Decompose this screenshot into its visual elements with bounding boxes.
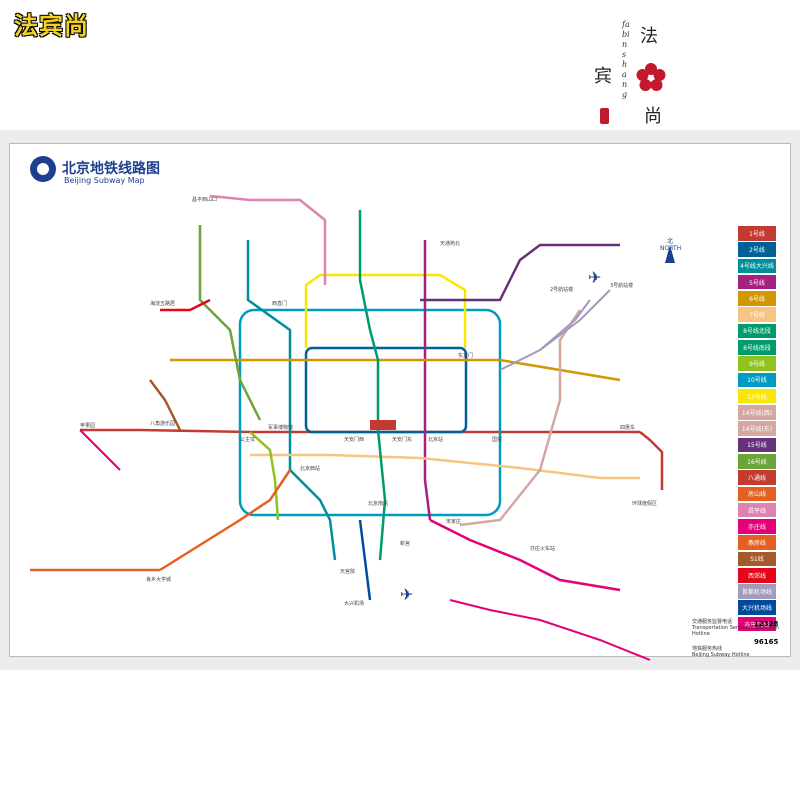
station-label: 八角游乐园 bbox=[150, 421, 176, 427]
line-airport-express bbox=[499, 289, 611, 371]
legend-item: 4号线大兴线 bbox=[738, 258, 776, 274]
station-label: 新宫 bbox=[400, 541, 411, 547]
hotline-info: 交通服务监督电话 Transportation Service Supervis… bbox=[692, 618, 782, 658]
station-label: 东直门 bbox=[458, 353, 474, 359]
line-xijiao bbox=[160, 298, 211, 312]
hotline-number-2: 96165 bbox=[754, 638, 779, 646]
legend-item: 房山线 bbox=[738, 486, 776, 502]
station-label: 四惠东 bbox=[620, 425, 636, 431]
legend-item: 13号线 bbox=[738, 388, 776, 404]
seal-romaji: fabinshang bbox=[622, 20, 630, 99]
station-label: 公主坟 bbox=[240, 437, 256, 443]
hotline-number-1: 12328 bbox=[754, 620, 779, 628]
legend-item: 西郊线 bbox=[738, 567, 776, 583]
line-daxing-airport bbox=[358, 519, 372, 601]
hotline-label-2: 地铁服务热线 bbox=[692, 646, 723, 652]
subway-map-poster bbox=[9, 143, 791, 657]
line-yizhuang-t1 bbox=[449, 599, 651, 661]
legend-item: 14号线(西) bbox=[738, 405, 776, 420]
station-label: 2号航站楼 bbox=[550, 287, 574, 293]
line-batong bbox=[639, 431, 664, 490]
seal-char-bin: 宾 bbox=[594, 66, 612, 87]
legend-item: 燕房线 bbox=[738, 535, 776, 550]
red-stamp-icon bbox=[600, 108, 609, 124]
legend-item: 亦庄T1线 bbox=[738, 616, 776, 632]
station-label: 天宫院 bbox=[340, 569, 356, 575]
station-label: 北京南站 bbox=[368, 501, 389, 507]
station-label: 亦庄火车站 bbox=[530, 546, 556, 552]
legend-item: 14号线(东) bbox=[738, 421, 776, 436]
legend-item: S1线 bbox=[738, 551, 776, 567]
airplane-icon: ✈ bbox=[588, 268, 602, 287]
line-14 bbox=[459, 309, 582, 527]
legend-item: 1号线 bbox=[738, 226, 776, 241]
legend-item: 15号线 bbox=[738, 437, 776, 453]
airplane-icon: ✈ bbox=[400, 585, 414, 604]
station-label: 北京西站 bbox=[300, 466, 321, 472]
station-label: 大兴机场 bbox=[344, 601, 365, 607]
line-2 bbox=[304, 346, 468, 434]
legend-item: 5号线 bbox=[738, 274, 776, 290]
line-yizhuang bbox=[429, 518, 621, 592]
hotline-label-1: 交通服务监督电话 bbox=[692, 619, 733, 625]
map-title: 北京地铁线路图 bbox=[62, 161, 160, 177]
line-5 bbox=[423, 240, 432, 521]
legend-item: 10号线 bbox=[738, 372, 776, 388]
legend-item: 8号线北段 bbox=[738, 323, 776, 339]
north-arrow-icon bbox=[665, 245, 675, 263]
legend-item: 大兴机场线 bbox=[738, 600, 776, 616]
line-4 bbox=[246, 240, 337, 561]
seal-char-shang: 尚 bbox=[644, 106, 662, 127]
station-label: 军事博物馆 bbox=[268, 425, 294, 431]
legend-item: 16号线 bbox=[738, 453, 776, 469]
station-label: 国贸 bbox=[492, 437, 503, 443]
legend-item: 9号线 bbox=[738, 356, 776, 371]
line-8 bbox=[358, 210, 387, 561]
tiananmen-icon bbox=[370, 420, 396, 430]
legend-item: 8号线南段 bbox=[738, 339, 776, 355]
line-7 bbox=[250, 453, 640, 480]
seal-char-fa: 法 bbox=[640, 26, 658, 47]
hotline-label-1-en: Transportation Service Supervision Hotli… bbox=[692, 625, 779, 637]
line-10 bbox=[238, 308, 502, 517]
station-label: 海淀五路居 bbox=[150, 301, 176, 307]
brand-logo-text: 法宾尚 bbox=[14, 12, 89, 40]
line-9 bbox=[249, 431, 280, 521]
line-16 bbox=[198, 225, 262, 421]
station-label: 3号航站楼 bbox=[610, 283, 634, 289]
line-13 bbox=[304, 273, 467, 348]
line-changping bbox=[209, 194, 327, 285]
line-fangshan bbox=[159, 469, 292, 572]
beijing-subway-logo-icon bbox=[30, 156, 56, 182]
line-s1 bbox=[149, 379, 182, 431]
station-label: 天安门西 bbox=[344, 437, 365, 443]
seal-logo: 法 宾 尚 fabinshang bbox=[588, 10, 678, 135]
legend-item: 7号线 bbox=[738, 307, 776, 322]
sakura-icon bbox=[600, 63, 666, 124]
line-15 bbox=[420, 243, 620, 302]
station-label: 西直门 bbox=[272, 301, 288, 307]
station-label: 天安门东 bbox=[392, 437, 413, 443]
map-subtitle: Beijing Subway Map bbox=[64, 176, 145, 185]
line-11 bbox=[79, 429, 121, 471]
station-label: 环球度假区 bbox=[632, 501, 658, 507]
legend-item: 6号线 bbox=[738, 291, 776, 306]
legend-item: 昌平线 bbox=[738, 502, 776, 518]
station-label: 天通苑北 bbox=[440, 241, 461, 247]
station-label: 宋家庄 bbox=[446, 519, 462, 525]
legend-item: 2号线 bbox=[738, 242, 776, 257]
station-label: 苹果园 bbox=[80, 423, 96, 429]
legend-item: 八通线 bbox=[738, 470, 776, 485]
station-label: 良乡大学城 bbox=[146, 577, 172, 583]
legend-item: 亦庄线 bbox=[738, 519, 776, 534]
legend-item: 首都机场线 bbox=[738, 584, 776, 599]
station-label: 昌平西山口 bbox=[192, 197, 218, 203]
hotline-label-2-en: Beijing Subway Hotline bbox=[692, 652, 750, 658]
station-label: 北京站 bbox=[428, 437, 444, 443]
